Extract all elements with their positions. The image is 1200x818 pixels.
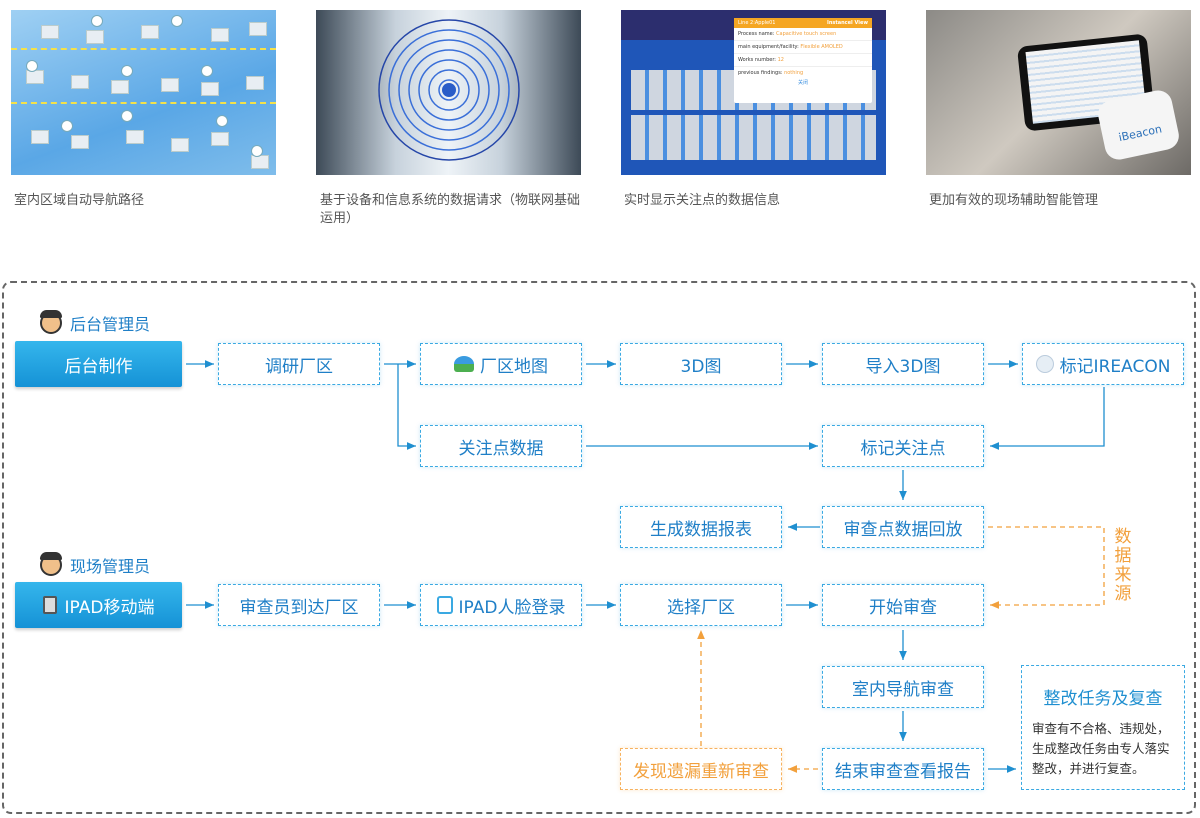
box-mark-focus: 标记关注点: [822, 425, 984, 467]
box-3d: 3D图: [620, 343, 782, 385]
box-playback: 审查点数据回放: [822, 506, 984, 548]
field-role: 现场管理员: [40, 552, 151, 577]
wireless-signal-icon: [378, 19, 520, 161]
box-mark-beacon: 标记IREACON: [1022, 343, 1184, 385]
box-label: 发现遗漏重新审查: [633, 761, 769, 782]
caption-1: 室内区域自动导航路径: [14, 193, 145, 208]
box-focus-data: 关注点数据: [420, 425, 582, 467]
indoor-navigation-image: [11, 10, 276, 175]
popup-row-value: Flexible AMOLED: [800, 44, 843, 50]
box-survey: 调研厂区: [218, 343, 380, 385]
box-label: 室内导航审查: [852, 679, 954, 700]
box-recheck: 发现遗漏重新审查: [620, 748, 782, 790]
data-source-label: 数据来源: [1112, 528, 1134, 604]
box-label: 导入3D图: [865, 356, 941, 377]
box-label: 结束审查查看报告: [835, 761, 971, 782]
server-room-image: [316, 10, 581, 175]
ibeacon-phone-image: iBeacon: [926, 10, 1191, 175]
popup-row-value: Capacitive touch screen: [776, 31, 837, 37]
box-label: 厂区地图: [480, 356, 548, 377]
box-finish: 结束审查查看报告: [822, 748, 984, 790]
box-label: 选择厂区: [667, 597, 735, 618]
admin-role: 后台管理员: [40, 310, 151, 335]
box-label: 标记IREACON: [1059, 356, 1171, 377]
face-scan-icon: [436, 596, 453, 614]
box-rectify: 整改任务及复查 审查有不合格、违规处，生成整改任务由专人落实整改，并进行复查。: [1021, 665, 1185, 790]
caption-2: 基于设备和信息系统的数据请求（物联网基础运用）: [320, 193, 581, 226]
ipad-main-label: IPAD移动端: [64, 597, 155, 618]
field-avatar-icon: [40, 552, 62, 576]
popup-view: Instancel View: [826, 20, 868, 26]
beacon-icon: [1035, 355, 1054, 373]
popup-row-label: previous findings:: [738, 70, 783, 76]
rectify-title: 整改任务及复查: [1043, 689, 1163, 709]
box-indoor-nav: 室内导航审查: [822, 666, 984, 708]
ipad-main-button[interactable]: IPAD移动端: [15, 582, 182, 628]
box-label: 生成数据报表: [650, 519, 752, 540]
admin-avatar-icon: [40, 310, 62, 334]
popup-title: Line 2:Apple01: [738, 20, 776, 26]
ipad-icon: [42, 596, 57, 614]
factory-data-view-image: Line 2:Apple01 Instancel View Process nam…: [621, 10, 886, 175]
box-label: 审查员到达厂区: [239, 597, 359, 618]
popup-row-value: 12: [777, 57, 784, 63]
box-start: 开始审查: [822, 584, 984, 626]
map-pin-icon: [454, 356, 474, 372]
admin-main-button[interactable]: 后台制作: [15, 341, 182, 387]
popup-row-label: Works number:: [738, 57, 776, 63]
rectify-desc: 审查有不合格、违规处，生成整改任务由专人落实整改，并进行复查。: [1032, 721, 1170, 776]
box-report: 生成数据报表: [620, 506, 782, 548]
instance-popup: Line 2:Apple01 Instancel View Process nam…: [734, 18, 872, 103]
box-select: 选择厂区: [620, 584, 782, 626]
field-role-label: 现场管理员: [70, 557, 151, 576]
popup-close[interactable]: 关闭: [797, 80, 808, 86]
box-face-login: IPAD人脸登录: [420, 584, 582, 626]
box-import-3d: 导入3D图: [822, 343, 984, 385]
box-label: 关注点数据: [458, 438, 544, 459]
box-label: 3D图: [680, 356, 722, 377]
admin-role-label: 后台管理员: [70, 315, 151, 334]
admin-main-label: 后台制作: [64, 356, 133, 377]
box-label: 审查点数据回放: [843, 519, 963, 540]
popup-row-value: nothing: [784, 70, 804, 76]
popup-row-label: main equipment/facility:: [738, 44, 799, 50]
box-label: 开始审查: [869, 597, 937, 618]
box-arrive: 审查员到达厂区: [218, 584, 380, 626]
box-map: 厂区地图: [420, 343, 582, 385]
flow-frame: [2, 281, 1196, 814]
popup-row-label: Process name:: [738, 31, 775, 37]
box-label: 标记关注点: [860, 438, 946, 459]
caption-3: 实时显示关注点的数据信息: [624, 193, 781, 208]
box-label: 调研厂区: [265, 356, 333, 377]
box-label: IPAD人脸登录: [458, 597, 566, 618]
caption-4: 更加有效的现场辅助智能管理: [929, 193, 1099, 208]
